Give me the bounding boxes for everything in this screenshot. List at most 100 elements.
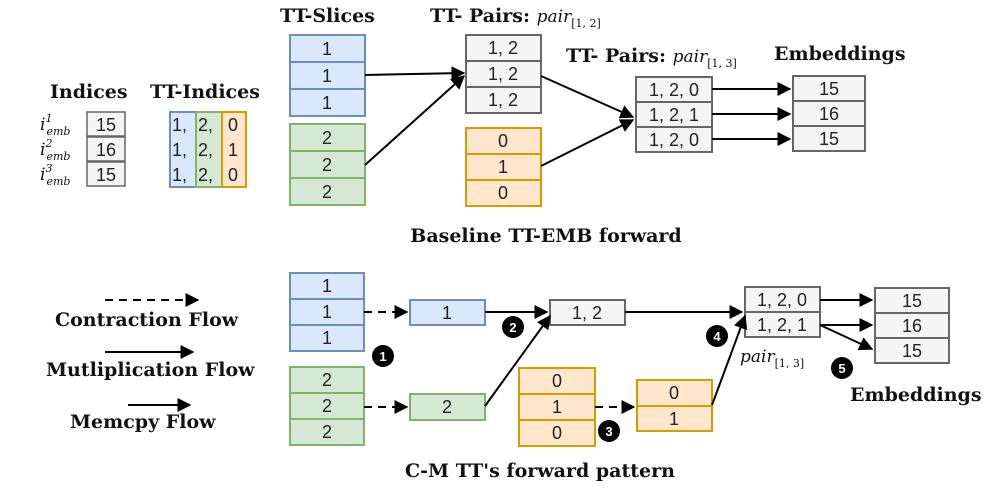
step-badge-1-label: 1 — [379, 349, 386, 364]
bottom-green-value-3: 2 — [322, 422, 332, 442]
top-orange-value-2: 1 — [498, 157, 508, 177]
top-blue-value-2: 1 — [322, 66, 332, 86]
top-arrows — [364, 66, 792, 167]
top-embedding-cell-2 — [792, 100, 866, 127]
bottom-green-value-1: 2 — [322, 370, 332, 390]
bottom-green-cell-1 — [289, 366, 365, 394]
bottom-slice-blue: 1 1 1 — [289, 272, 365, 352]
orange-contracted-value-2: 1 — [669, 409, 679, 429]
bottom-blue-value-1: 1 — [322, 276, 332, 296]
top-embedding-cell-3 — [792, 125, 866, 152]
bottom-embeddings-block: 15 16 15 — [874, 287, 950, 364]
tt-index-2c: 1 — [228, 140, 238, 160]
bottom-orange-slice: 0 1 0 — [518, 367, 596, 447]
tt-index-col-b — [195, 111, 223, 188]
step-badge-3-label: 3 — [605, 424, 612, 439]
bottom-pair13-value-2: 1, 2, 1 — [757, 315, 807, 335]
top-embedding-cell-1 — [792, 75, 866, 102]
tt-index-3c: 0 — [228, 165, 238, 185]
bottom-caption: C-M TT's forward pattern — [405, 460, 675, 482]
step-badge-4 — [706, 325, 728, 347]
contracted-blue-box — [409, 299, 486, 326]
top-pair12-value-2: 1, 2 — [488, 64, 518, 84]
bottom-embedding-value-3: 15 — [902, 341, 922, 361]
top-caption: Baseline TT-EMB forward — [410, 225, 681, 247]
tt-index-1b: 2, — [198, 115, 213, 135]
contracted-blue-value: 1 — [442, 303, 452, 323]
bottom-pair13-block: 1, 2, 0 1, 2, 1 — [744, 286, 821, 338]
step-badge-5 — [831, 357, 853, 379]
arrow-green-to-pair12 — [364, 75, 466, 166]
bottom-green-value-2: 2 — [322, 396, 332, 416]
legend: Contraction Flow Mutliplication Flow Mem… — [46, 293, 255, 433]
top-pair13-value-2: 1, 2, 1 — [649, 105, 699, 125]
top-green-value-3: 2 — [322, 182, 332, 202]
tt-index-3b: 2, — [198, 165, 213, 185]
tt-index-3a: 1, — [172, 165, 187, 185]
bottom-orange-value-1: 0 — [552, 371, 562, 391]
bottom-embeddings-label: Embeddings — [850, 384, 982, 406]
bottom-embedding-cell-3 — [874, 337, 950, 364]
top-blue-cell-2 — [289, 61, 366, 90]
tt-indices-grid: 1, 2, 0 1, 2, 1 1, 2, 0 — [169, 111, 247, 188]
bottom-green-cell-3 — [289, 418, 365, 446]
bottom-arrows — [364, 293, 874, 414]
tt-index-2a: 1, — [172, 140, 187, 160]
bottom-pair12-box — [549, 299, 626, 326]
bottom-orange-value-2: 1 — [552, 397, 562, 417]
bottom-blue-value-3: 1 — [322, 328, 332, 348]
top-embedding-value-2: 16 — [819, 104, 839, 124]
top-green-value-2: 2 — [322, 155, 332, 175]
top-slice-green: 2 2 2 — [289, 123, 366, 206]
arrow-green-to-pair12-bottom — [484, 314, 551, 407]
top-blue-value-3: 1 — [322, 93, 332, 113]
top-green-cell-1 — [289, 123, 366, 152]
bottom-embedding-value-1: 15 — [902, 291, 922, 311]
bottom-blue-value-2: 1 — [322, 302, 332, 322]
bottom-pair13-value-1: 1, 2, 0 — [757, 290, 807, 310]
orange-contracted-block: 0 1 — [636, 379, 713, 432]
top-orange-value-3: 0 — [498, 183, 508, 203]
top-green-cell-3 — [289, 177, 366, 206]
tt-index-2b: 2, — [198, 140, 213, 160]
arrow-orange-to-pair13 — [540, 119, 635, 167]
bottom-blue-cell-1 — [289, 272, 365, 300]
top-orange-cell-3 — [465, 179, 542, 207]
index-value-3: 15 — [96, 165, 116, 185]
top-pair13-value-1: 1, 2, 0 — [649, 80, 699, 100]
orange-contracted-value-1: 0 — [669, 383, 679, 403]
top-orange-value-1: 0 — [498, 131, 508, 151]
top-blue-value-1: 1 — [322, 39, 332, 59]
legend-contraction-label: Contraction Flow — [55, 309, 239, 331]
bottom-orange-cell-3 — [518, 419, 596, 447]
top-embedding-value-3: 15 — [819, 129, 839, 149]
arrow-to-bottom-embedding-3 — [819, 324, 874, 351]
top-slice-blue: 1 1 1 — [289, 34, 366, 117]
arrow-orange-to-pair13 — [711, 314, 748, 406]
tt-slices-header: TT-Slices — [280, 5, 375, 27]
bottom-slice-green: 2 2 2 — [289, 366, 365, 446]
top-orange-slice: 0 1 0 — [465, 127, 542, 207]
contracted-green-box — [409, 393, 486, 421]
legend-multiplication-label: Mutliplication Flow — [46, 359, 255, 381]
bottom-orange-value-3: 0 — [552, 423, 562, 443]
index-value-box-1 — [86, 111, 126, 137]
step-badge-2-label: 2 — [509, 320, 516, 335]
orange-contracted-cell-2 — [636, 405, 713, 432]
tt-index-col-c — [221, 111, 247, 188]
bottom-embedding-value-2: 16 — [902, 316, 922, 336]
index-value-1: 15 — [96, 115, 116, 135]
tt-pairs-13-header: TT- Pairs: pair[1, 3] — [566, 45, 737, 70]
top-blue-cell-3 — [289, 88, 366, 117]
index-value-box-3 — [86, 161, 126, 187]
top-embedding-value-1: 15 — [819, 79, 839, 99]
contracted-green-value: 2 — [442, 397, 452, 417]
top-pair13-block: 1, 2, 0 1, 2, 1 1, 2, 0 — [635, 76, 713, 153]
step-badge-5-label: 5 — [838, 361, 845, 376]
orange-contracted-cell-1 — [636, 379, 713, 407]
top-orange-cell-1 — [465, 127, 542, 155]
